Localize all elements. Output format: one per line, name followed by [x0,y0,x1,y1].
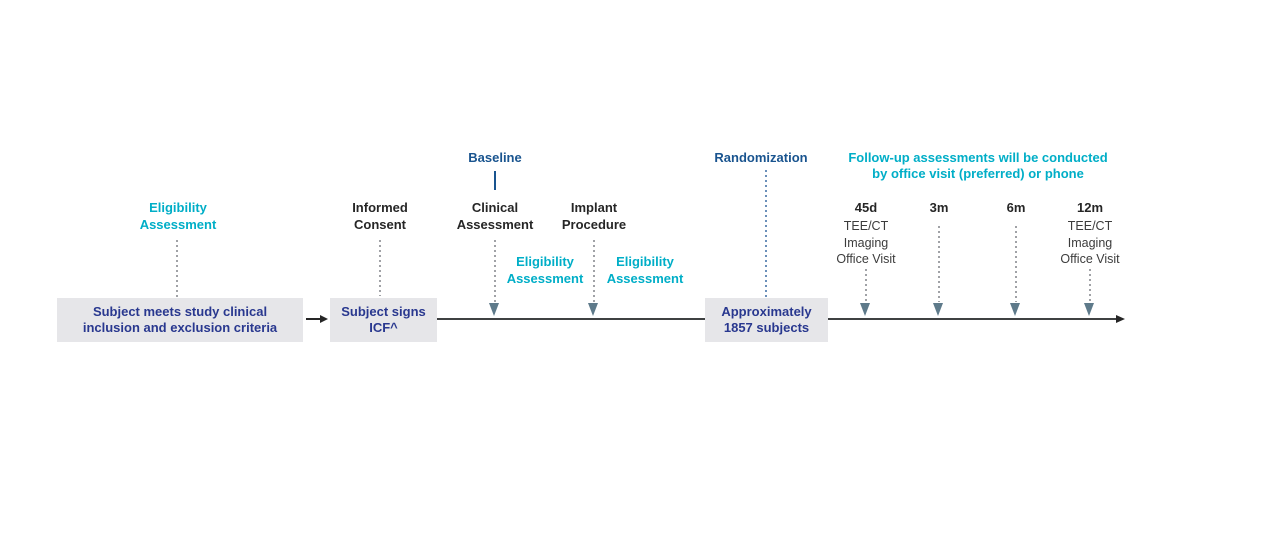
dotted-connector-implant [593,240,595,302]
marker-12m-label: 12m [1076,200,1104,215]
eligibility-assessment-label-implant: Eligibility Assessment [606,254,684,286]
timeline-arrowhead-icon [1116,314,1125,323]
marker-12m-sublabel: TEE/CT Imaging Office Visit [1060,219,1120,266]
dotted-connector-randomization [765,170,767,297]
down-arrowhead-icon [1010,303,1020,316]
dotted-connector-12m [1089,269,1091,302]
marker-45d-label: 45d [854,200,878,215]
dotted-connector-consent [379,240,381,296]
flow-arrow-line [306,318,321,320]
marker-3m-label: 3m [929,200,949,215]
informed-consent-label: Informed Consent [352,200,408,232]
dotted-connector-3m [938,226,940,302]
down-arrowhead-icon [860,303,870,316]
down-arrowhead-icon [933,303,943,316]
dotted-connector-45d [865,269,867,302]
randomization-label: Randomization [714,150,808,165]
marker-6m-label: 6m [1006,200,1026,215]
flow-arrow-icon [320,315,328,323]
down-arrowhead-icon [489,303,499,316]
down-arrowhead-icon [1084,303,1094,316]
dotted-connector-6m [1015,226,1017,302]
subjects-box: Approximately 1857 subjects [705,298,828,342]
dotted-connector-clinical [494,240,496,302]
eligibility-assessment-label-screening: Eligibility Assessment [139,200,217,232]
down-arrowhead-icon [588,303,598,316]
followup-header-line1: Follow-up assessments will be conducted [848,150,1108,165]
followup-header-line2: by office visit (preferred) or phone [872,166,1084,181]
clinical-assessment-label: Clinical Assessment [456,200,534,232]
criteria-box: Subject meets study clinical inclusion a… [57,298,303,342]
baseline-tick [494,171,496,190]
eligibility-assessment-label-clinical: Eligibility Assessment [506,254,584,286]
marker-45d-sublabel: TEE/CT Imaging Office Visit [836,219,896,266]
dotted-connector-screening [176,240,178,297]
icf-box: Subject signs ICF^ [330,298,437,342]
implant-procedure-label: Implant Procedure [561,200,627,232]
followup-header: Follow-up assessments will be conducted … [828,150,1128,182]
baseline-label: Baseline [468,150,522,165]
